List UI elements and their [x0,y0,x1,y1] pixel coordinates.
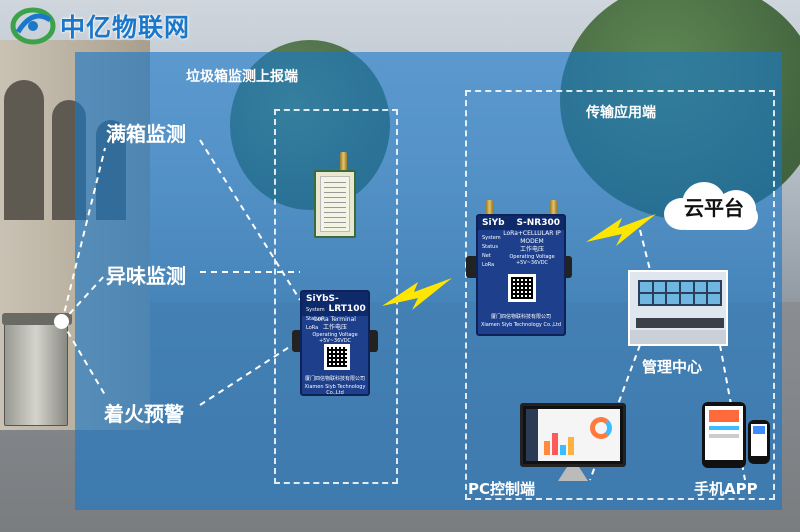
pc-stand [558,467,588,481]
gateway-subtitle: LoRa+CELLULAR IP MODEM [503,230,561,245]
led-label: Net [482,253,491,259]
led-label: System [482,235,501,241]
led-label: LoRa [482,262,495,268]
gateway-voltage: Operating Voltage +5V~36VDC [509,254,555,266]
gateway-model: S-NR300 [516,218,560,228]
terminal-company-en: Xiamen Siyb Technology Co.,Ltd [304,384,366,396]
pc-monitor [520,403,626,467]
management-center-image [628,270,728,346]
phone-device [748,420,770,464]
cloud-platform-label: 云平台 [684,196,744,220]
gateway-company-cn: 厦门四信物联科技有限公司 [490,314,551,320]
terminal-spec: 工作电压 [322,324,347,331]
gateway-device: SiYb S-NR300 LoRa+CELLULAR IP MODEM 工作电压… [476,214,566,336]
transport-section-box [465,90,775,500]
mount-ear [466,256,478,278]
logo-swirl-icon [10,6,56,46]
terminal-voltage: Operating Voltage +5V~36VDC [312,332,358,344]
brand-name: 中亿物联网 [60,13,191,42]
terminal-qr-code [324,344,350,370]
lightning-bolt-icon [586,214,656,246]
gateway-brand: SiYb [482,218,505,228]
brand-logo: 中亿物联网 [10,6,190,46]
mobile-app-label: 手机APP [694,480,758,498]
module-antenna-icon [340,152,347,174]
terminal-company-cn: 厦门四信物联科技有限公司 [304,376,365,382]
terminal-subtitle: LoRa Terminal [314,316,356,323]
cloud-platform-icon [660,178,768,232]
led-label: Status [306,316,322,322]
collector-section-title: 垃圾箱监测上报端 [186,69,298,85]
gateway-antenna-icon [486,200,493,220]
pc-control-label: PC控制端 [468,480,536,498]
gateway-antenna-icon [550,200,557,220]
gateway-led-labels: System Status Net LoRa [482,234,501,270]
terminal-model: S-LRT100 [328,294,366,314]
monitor-full-label: 满箱监测 [106,122,186,146]
monitor-odor-label: 异味监测 [106,264,186,288]
garbage-bin [2,313,72,426]
terminal-device: SiYb S-LRT100 LoRa Terminal 工作电压 Operati… [300,290,370,396]
transport-section-title: 传输应用端 [586,105,656,121]
led-label: LoRa [306,325,319,331]
gateway-spec: 工作电压 [519,246,544,253]
tablet-device [702,402,746,468]
terminal-led-labels: System Status LoRa [306,306,325,333]
gateway-company-en: Xiamen Siyb Technology Co.,Ltd [480,322,562,328]
led-label: Status [482,244,498,250]
terminal-brand: SiYb [306,294,329,304]
gateway-qr-code [508,274,536,302]
lightning-bolt-icon [382,278,452,310]
management-center-label: 管理中心 [642,358,703,376]
lora-module [314,170,356,238]
led-label: System [306,307,325,313]
monitor-fire-label: 着火预警 [104,402,184,426]
